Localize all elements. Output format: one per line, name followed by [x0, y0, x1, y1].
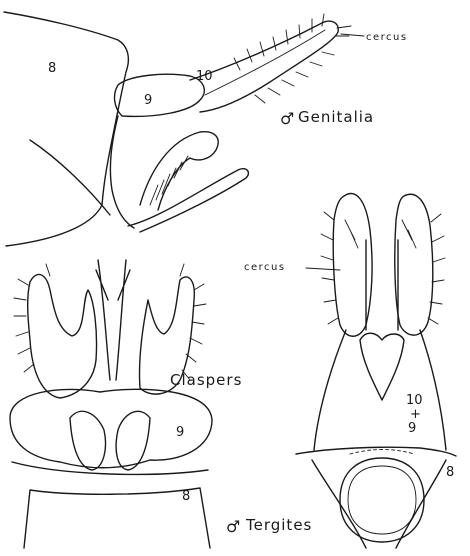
genitalia-lateral-figure: 8 9 10 cercus ♂ Genitalia — [4, 12, 408, 246]
segment-9-outline — [115, 74, 205, 116]
tergite-8-outline — [312, 460, 446, 548]
left-clasper — [28, 274, 97, 398]
label-cercus: cercus — [366, 32, 408, 43]
title-tergites: Tergites — [245, 516, 312, 534]
segment-9-lower — [110, 116, 134, 228]
tergite-10-9 — [314, 330, 446, 450]
cercus-bristles — [234, 14, 351, 103]
cercus-process — [190, 21, 338, 112]
tergite-oval-inner — [348, 466, 416, 534]
label-tergite-8: 8 — [446, 465, 454, 480]
label-clasper-segment-9: 9 — [176, 425, 184, 440]
right-cercus — [395, 194, 433, 335]
segment-8-base — [12, 462, 210, 548]
male-symbol: ♂ — [280, 109, 294, 128]
tergites-male-symbol: ♂ — [226, 517, 240, 536]
tergite-9-margin — [296, 447, 456, 456]
segment-8-outline — [4, 12, 128, 246]
tergite-central-process — [360, 240, 404, 400]
title-claspers: Claspers — [170, 371, 242, 389]
claspers-figure: Claspers 9 8 — [10, 260, 242, 548]
label-segment-8: 8 — [48, 61, 56, 76]
central-processes — [96, 260, 130, 380]
label-clasper-segment-8: 8 — [182, 489, 190, 504]
segment-8-lower-margin — [30, 140, 110, 215]
label-segment-9: 9 — [144, 93, 152, 108]
label-tergite-9: 9 — [408, 421, 416, 436]
clasper-hook — [140, 132, 218, 210]
title-genitalia: Genitalia — [298, 108, 374, 126]
tergite-oval-outer — [340, 458, 424, 542]
label-tergite-10: 10 — [406, 393, 423, 408]
label-segment-10: 10 — [196, 69, 213, 84]
label-tergite-cercus: cercus — [244, 262, 286, 273]
aedeagus — [128, 169, 248, 232]
cercus-hairs — [321, 212, 445, 324]
tergites-figure: cercus 10 + 9 8 ♂ Tergites — [226, 194, 456, 548]
tergite-dashed-band — [350, 450, 414, 455]
label-tergite-plus: + — [410, 407, 421, 422]
inner-plate-left — [70, 411, 106, 470]
clasper-bristles — [14, 264, 206, 380]
tergite-cercus-leader-line — [306, 268, 340, 270]
